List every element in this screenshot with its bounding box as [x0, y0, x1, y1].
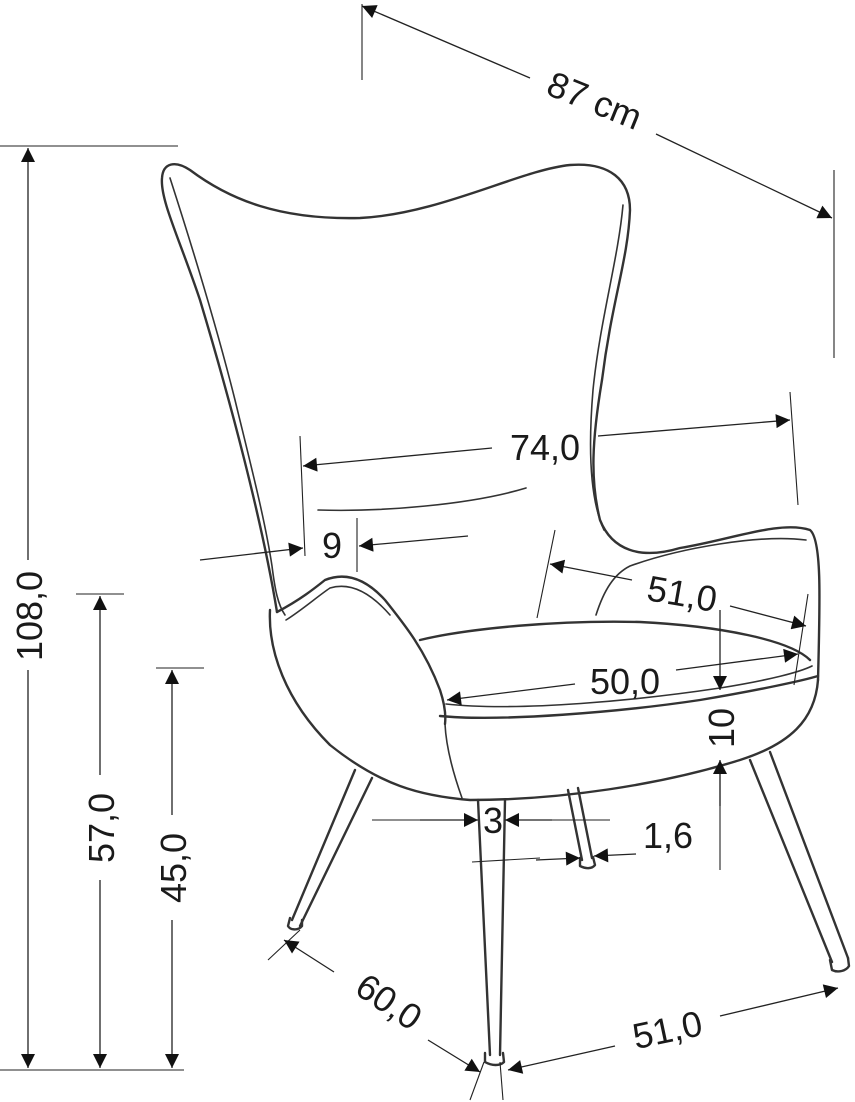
leg-front-center-foot — [483, 1051, 506, 1067]
dim-seat-height-label: 45,0 — [153, 833, 194, 903]
dim-leg-width-label: 51,0 — [629, 1002, 706, 1057]
dimension-labels: 87 cm 108,0 57,0 45,0 74,0 9 51,0 50,0 1… — [9, 63, 742, 1057]
chair-back-outer — [160, 162, 821, 682]
left-arm-inner — [285, 585, 391, 621]
dim-leg-offset-label: 3 — [483, 800, 503, 841]
seat-front-top — [438, 674, 820, 719]
back-seam-arc — [317, 487, 527, 512]
leg-front-left — [290, 768, 374, 928]
seat-top — [418, 620, 812, 662]
right-arm-inner — [595, 537, 807, 616]
dim-side-cushion-label: 9 — [322, 525, 342, 566]
dim-height-total-label: 108,0 — [9, 571, 50, 661]
chair-back-inner — [169, 177, 286, 616]
chair-outline — [160, 162, 851, 1067]
seat-front-inner — [445, 665, 813, 708]
chair-back-inner-right — [589, 204, 624, 531]
dim-leg-depth-label: 60,0 — [348, 965, 429, 1038]
leg-right — [748, 750, 850, 964]
leg-back-center-foot — [578, 855, 597, 870]
leg-back-center — [566, 786, 594, 862]
dim-seat-width-label: 50,0 — [590, 661, 660, 702]
dim-leg-diameter-label: 1,6 — [643, 815, 693, 856]
dimension-lines — [0, 4, 839, 1101]
left-arm — [275, 575, 447, 726]
dim-width-total-label: 74,0 — [510, 427, 580, 468]
leg-front-center — [476, 798, 507, 1057]
leg-right-foot — [828, 956, 851, 973]
dim-depth-total-label: 87 cm — [542, 63, 648, 138]
dim-arm-height-label: 57,0 — [81, 793, 122, 863]
leg-front-left-foot — [286, 916, 304, 931]
seat-base-seam — [444, 723, 463, 799]
dim-arm-depth-label: 51,0 — [644, 567, 720, 620]
dim-seat-thickness-label: 10 — [701, 708, 742, 748]
